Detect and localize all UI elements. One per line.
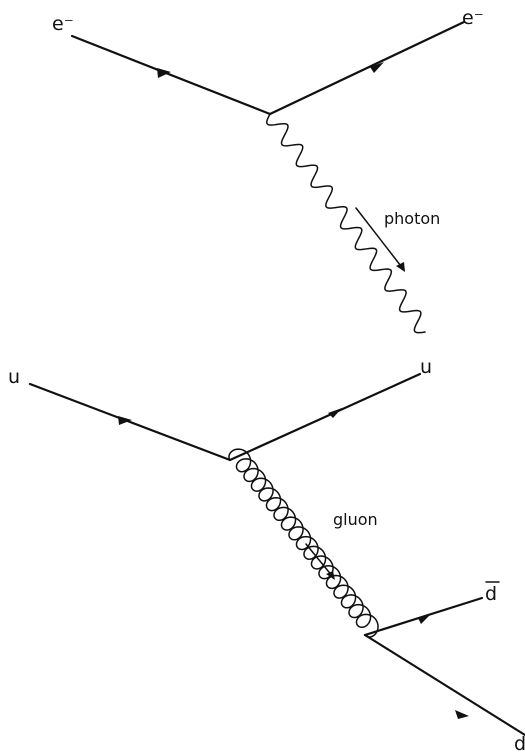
d-quark-label: d: [514, 733, 525, 753]
incoming-electron-arrow: [157, 68, 171, 78]
photon-direction-arrow-line: [355, 207, 405, 271]
photon-direction-arrow-head: [396, 262, 405, 272]
outgoing-u-quark-arrow: [328, 408, 342, 418]
gluon-label: gluon: [333, 510, 378, 529]
outgoing-electron-arrow: [370, 62, 384, 73]
d-quark-line: [363, 633, 525, 737]
electron-photon-diagram: e⁻ e⁻ photon: [52, 7, 484, 334]
incoming-u-quark-label: u: [8, 366, 20, 388]
outgoing-electron-line: [268, 20, 466, 116]
gluon-direction-arrow-line: [305, 543, 334, 578]
outgoing-u-quark-line: [228, 372, 422, 462]
outgoing-u-quark-label: u: [420, 356, 432, 378]
incoming-electron-label: e⁻: [52, 13, 74, 35]
gluon-line: [228, 448, 379, 638]
d-quark-arrow: [455, 710, 469, 719]
incoming-u-quark-line: [28, 382, 232, 462]
d-antiquark-arrow: [418, 614, 431, 624]
quark-gluon-diagram: u u gluon d d: [8, 356, 525, 753]
incoming-electron-line: [70, 34, 272, 116]
photon-line: [266, 113, 426, 334]
d-antiquark-label: d: [485, 583, 497, 605]
incoming-u-quark-arrow: [118, 416, 132, 425]
photon-label: photon: [384, 209, 440, 228]
outgoing-electron-label: e⁻: [462, 7, 484, 29]
gluon-direction-arrow-head: [326, 571, 335, 580]
